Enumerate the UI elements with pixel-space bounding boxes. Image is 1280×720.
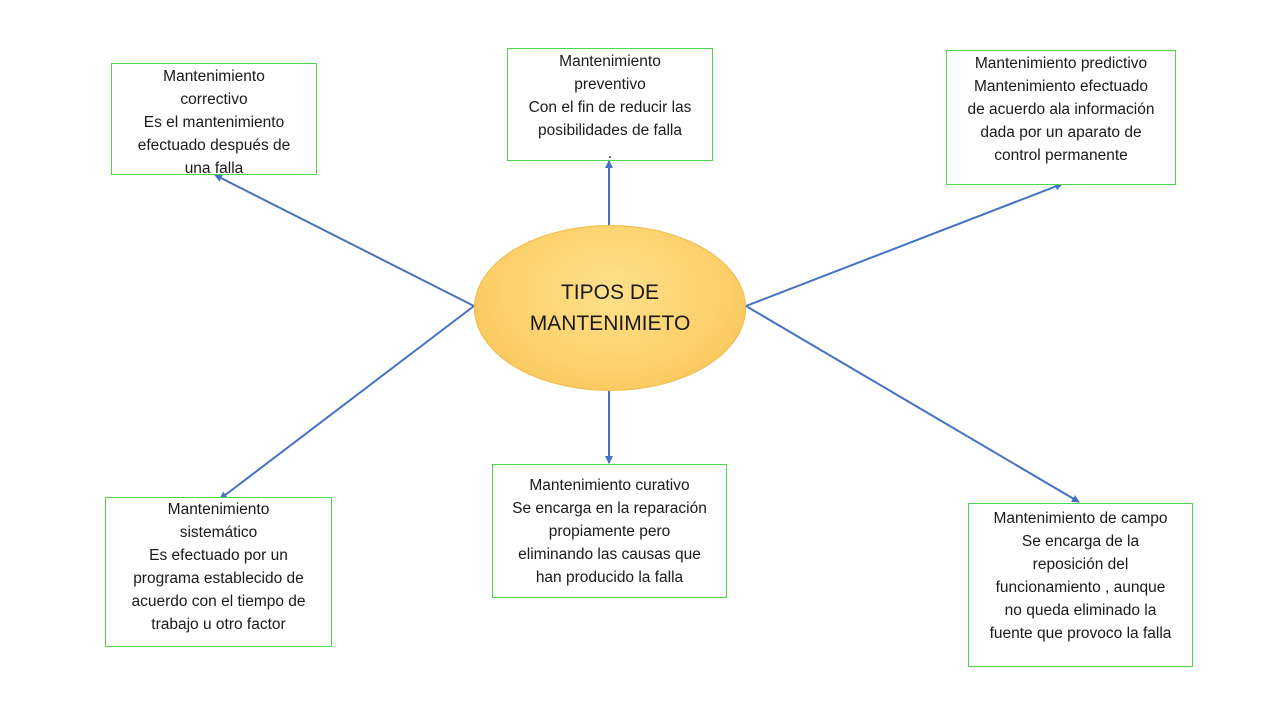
box-mantenimiento-correctivo: Mantenimiento correctivo Es el mantenimi… (111, 63, 317, 177)
box-description-line: Es el mantenimiento (143, 114, 285, 131)
box-title-line: preventivo (574, 76, 646, 93)
box-mantenimiento-predictivo: Mantenimiento predictivo Mantenimiento e… (946, 50, 1176, 185)
box-description-line: funcionamiento , aunque (995, 579, 1166, 596)
box-description-line: posibilidades de falla (538, 122, 682, 139)
box-description-line: . (607, 145, 613, 162)
box-title-line: Mantenimiento (167, 501, 270, 518)
box-description-line: dada por un aparato de (980, 124, 1142, 141)
box-description-line: trabajo u otro factor (151, 616, 286, 633)
arrow-to-campo (745, 305, 1080, 503)
box-title-line: Mantenimiento curativo (529, 477, 690, 494)
box-description-line: fuente que provoco la falla (989, 625, 1172, 642)
box-description-line: Se encarga de la (1021, 533, 1140, 550)
box-description-line: acuerdo con el tiempo de (131, 593, 306, 610)
box-mantenimiento-sistematico: Mantenimiento sistemático Es efectuado p… (105, 497, 332, 647)
arrow-to-correctivo (214, 174, 475, 307)
box-description-line: programa establecido de (133, 570, 304, 587)
box-description-line: Es efectuado por un (149, 547, 288, 564)
box-mantenimiento-preventivo: Mantenimiento preventivo Con el fin de r… (507, 48, 713, 162)
box-title-line: Mantenimiento de campo (993, 510, 1168, 527)
box-description-line: de acuerdo ala información (967, 101, 1155, 118)
center-node-tipos-mantenimiento: TIPOS DE MANTENIMIETO (474, 225, 746, 391)
box-description-line: Se encarga en la reparación (512, 500, 707, 517)
box-title-line: Mantenimiento (163, 68, 265, 85)
box-description-line: Mantenimiento efectuado (973, 78, 1149, 95)
box-description-line: han producido la falla (535, 569, 684, 586)
box-description-line: eliminando las causas que (518, 546, 701, 563)
arrow-to-sistematico (219, 305, 475, 500)
box-title-line: Mantenimiento (559, 53, 661, 70)
box-description-line: Con el fin de reducir las (528, 99, 692, 116)
box-description-line: efectuado después de (137, 137, 291, 154)
box-title-line: sistemático (179, 524, 258, 541)
box-mantenimiento-curativo: Mantenimiento curativo Se encarga en la … (492, 464, 727, 598)
box-description-line: no queda eliminado la (1004, 602, 1157, 619)
box-description-line: propiamente pero (548, 523, 671, 540)
box-description-line: reposición del (1032, 556, 1129, 573)
center-title: TIPOS DE MANTENIMIETO (529, 281, 691, 335)
box-title-line: correctivo (180, 91, 248, 108)
box-description-line: una falla (184, 160, 244, 177)
box-mantenimiento-de-campo: Mantenimiento de campo Se encarga de la … (968, 503, 1193, 667)
box-description-line: control permanente (994, 147, 1128, 164)
box-title-line: Mantenimiento predictivo (974, 55, 1148, 72)
arrow-to-predictivo (745, 182, 1063, 307)
